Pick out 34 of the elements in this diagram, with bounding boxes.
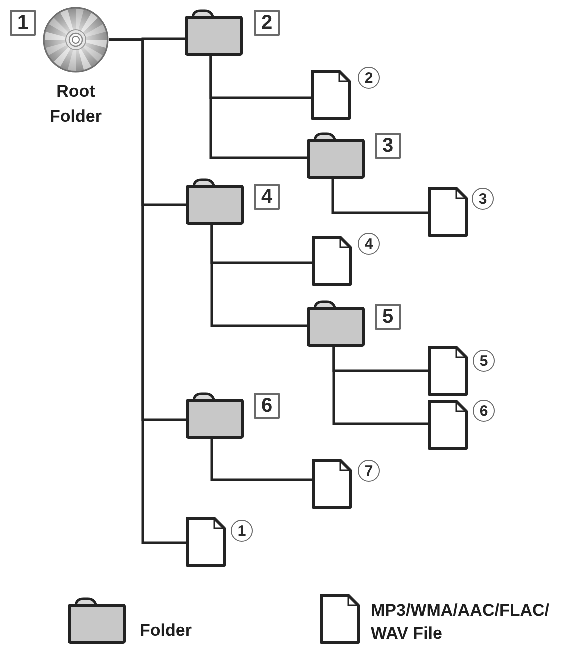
- file-icon: [428, 346, 468, 396]
- callout-number: 2: [358, 67, 380, 89]
- callout-number: 4: [358, 233, 380, 255]
- tree-line: [332, 346, 428, 426]
- callout-number: 3: [375, 133, 401, 159]
- callout-number: 7: [358, 460, 380, 482]
- tree-line: [210, 54, 307, 160]
- folder-icon: [307, 132, 365, 179]
- callout-number: 5: [375, 304, 401, 330]
- tree-line: [109, 38, 186, 544]
- tree-line: [210, 438, 312, 482]
- file-icon: [186, 517, 226, 567]
- folder-icon: [186, 392, 244, 439]
- file-icon: [311, 70, 351, 120]
- legend-label: Folder: [140, 620, 193, 642]
- file-icon: [428, 400, 468, 450]
- folder-icon: [307, 300, 365, 347]
- folder-icon: [185, 9, 243, 56]
- tree-line: [210, 224, 307, 328]
- callout-number: 5: [473, 350, 495, 372]
- file-icon: [428, 187, 468, 237]
- callout-number: 1: [231, 520, 253, 542]
- callout-number: 4: [254, 184, 280, 210]
- callout-number: 1: [10, 10, 36, 36]
- callout-number: 2: [254, 10, 280, 36]
- folder-icon: [186, 178, 244, 225]
- legend-label: MP3/WMA/AAC/FLAC/ WAV File: [371, 600, 550, 645]
- file-icon: [312, 236, 352, 286]
- tree-line: [332, 178, 428, 214]
- callout-number: 3: [472, 188, 494, 210]
- callout-number: 6: [473, 400, 495, 422]
- callout-number: 6: [254, 393, 280, 419]
- node-label: Root Folder: [49, 81, 103, 128]
- file-icon: [312, 459, 352, 509]
